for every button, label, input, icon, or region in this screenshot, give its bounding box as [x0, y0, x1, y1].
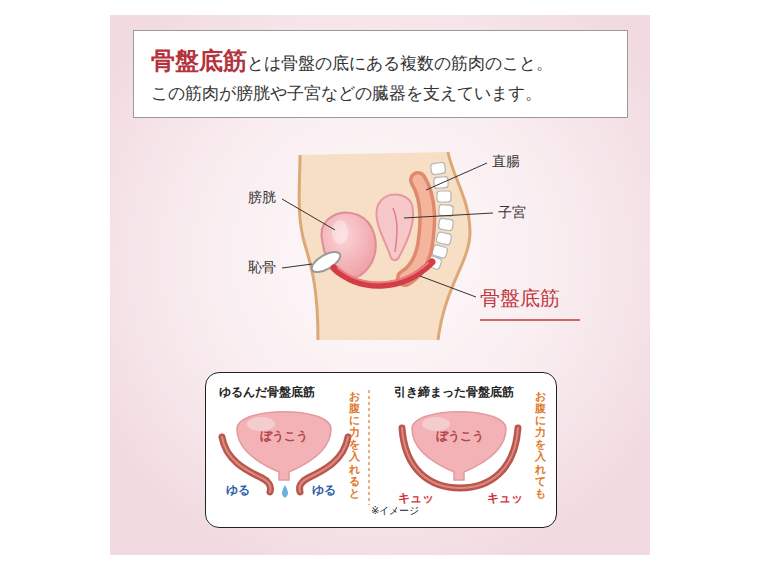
- bladder-highlight: [247, 417, 275, 431]
- intro-text: この筋肉が膀胱や子宮などの臓器を支えています。: [151, 79, 610, 107]
- label-holder: 直腸: [492, 153, 520, 171]
- vertebra: [438, 218, 453, 231]
- muscle-highlight: [338, 263, 428, 282]
- state-word: ゆる: [312, 482, 336, 499]
- muscle-label: 骨盤底筋: [480, 285, 560, 312]
- pelvic-floor-muscle: [334, 262, 432, 285]
- label-holder: 恥骨: [248, 259, 276, 277]
- organ-label: 恥骨: [248, 259, 276, 277]
- bladder-shape: ゆるんだ骨盤底筋ぼうこう: [219, 384, 349, 484]
- label-holder: キュッ: [398, 490, 434, 507]
- bladder-highlight: [422, 417, 450, 431]
- panel-heading: ゆるんだ骨盤底筋: [219, 384, 349, 400]
- label-holder: 子宮: [498, 204, 526, 222]
- intro-text: とは骨盤の底にある複数の筋肉のこと。: [247, 53, 553, 73]
- label-holder: ゆる: [312, 482, 336, 499]
- organ-label: 直腸: [492, 153, 520, 171]
- label-holder: 膀胱: [248, 189, 276, 207]
- label-holder: ゆる: [226, 482, 250, 499]
- bladder-shape: 引き締まった骨盤底筋ぼうこう: [394, 384, 526, 484]
- leader-line: [420, 276, 476, 297]
- state-word: キュッ: [398, 490, 434, 507]
- comparison-ground: [205, 372, 556, 528]
- bladder-label: ぼうこう: [394, 428, 526, 445]
- label-underline: [480, 319, 580, 321]
- leader-line: [282, 264, 312, 268]
- bladder-label: ぼうこう: [219, 428, 349, 445]
- body-section: [299, 152, 470, 340]
- uterus-cavity: [393, 208, 397, 252]
- bladder-highlight: [332, 220, 348, 244]
- vertebra: [434, 177, 449, 189]
- vertebra: [439, 205, 454, 217]
- label-holder: お腹に力を入れても: [535, 391, 546, 500]
- label-holder: 骨盤底筋: [480, 285, 560, 312]
- leader-line: [282, 199, 335, 230]
- leak-drop: [282, 485, 288, 498]
- intro-box: 骨盤底筋とは骨盤の底にある複数の筋肉のこと。この筋肉が膀胱や子宮などの臓器を支え…: [133, 30, 628, 118]
- vertebra: [436, 232, 452, 246]
- state-word: ゆる: [226, 482, 250, 499]
- bladder-body: [237, 412, 331, 480]
- divider-line: [368, 390, 369, 505]
- highlight-term: 骨盤底筋: [151, 47, 247, 75]
- vertical-note: お腹に力を入れても: [535, 391, 546, 500]
- leader-line: [404, 213, 493, 218]
- uterus: [376, 194, 413, 260]
- body-outline: [299, 155, 318, 340]
- vertebra: [430, 162, 445, 175]
- image-note: ※イメージ: [371, 504, 556, 518]
- state-word: キュッ: [487, 490, 523, 507]
- label-holder: キュッ: [487, 490, 523, 507]
- panel-heading: 引き締まった骨盤底筋: [394, 384, 526, 400]
- leader-line: [426, 163, 487, 190]
- label-holder: お腹に力を入れると: [349, 391, 360, 500]
- organ-label: 膀胱: [248, 189, 276, 207]
- organ-label: 子宮: [498, 204, 526, 222]
- vertebra: [437, 191, 451, 202]
- background-panel: [110, 15, 650, 555]
- bladder-body: [412, 412, 506, 480]
- vertical-note: お腹に力を入れると: [349, 391, 360, 500]
